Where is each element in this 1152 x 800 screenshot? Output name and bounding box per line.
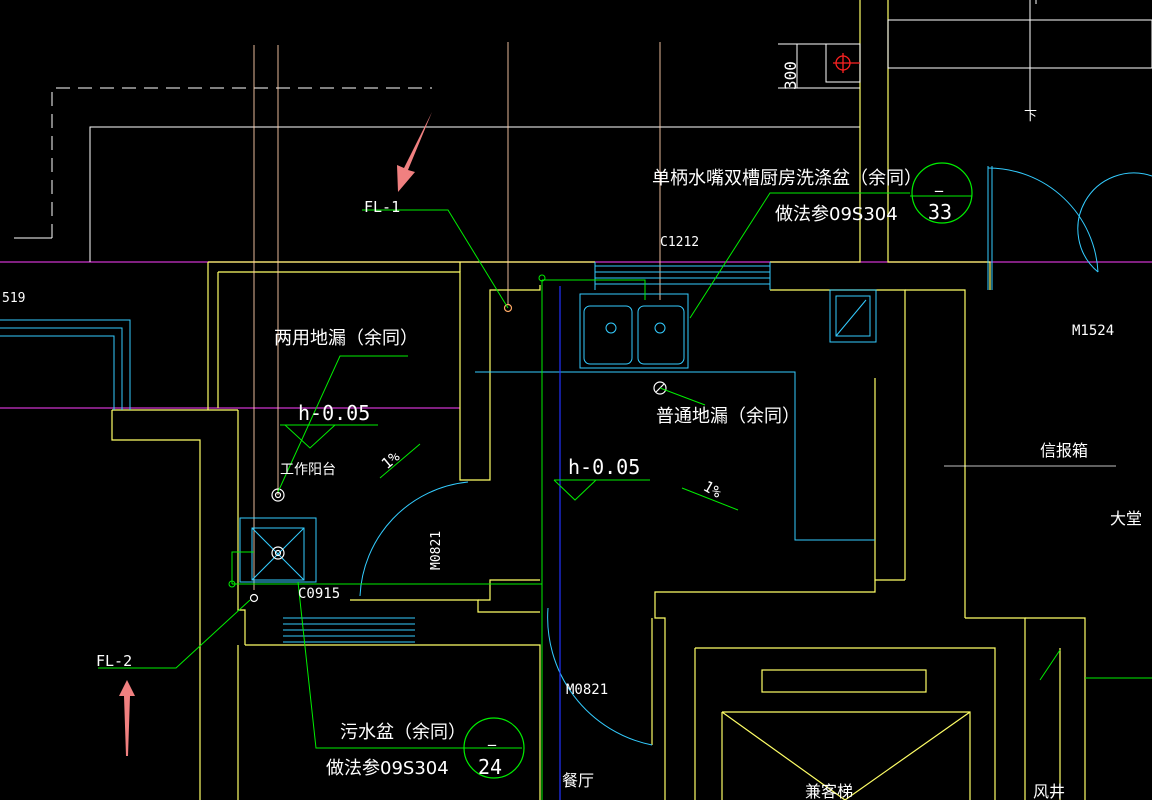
label-sink-name: 单柄水嘴双槽厨房洗涤盆（余同） (652, 168, 922, 189)
callout-circles (463, 162, 973, 779)
label-shaft: 风井 (1033, 782, 1065, 800)
label-axis-519: 519 (2, 291, 25, 306)
outline-white (14, 126, 860, 262)
red-arrow-fl2 (119, 680, 135, 756)
label-lobby: 大堂 (1110, 509, 1142, 528)
label-sink-ref: 做法参09S304 (775, 204, 898, 225)
supply-lines (228, 274, 1152, 800)
label-fl1: FL-1 (364, 198, 400, 216)
fixtures (0, 166, 1152, 746)
label-mop-sink: 污水盆（余同） (340, 722, 466, 743)
walls (111, 0, 1086, 800)
label-mailbox: 信报箱 (1040, 441, 1088, 460)
label-h1: h-0.05 (298, 401, 370, 425)
label-door-m0821-h: M0821 (566, 682, 608, 698)
label-down: 下 (1024, 109, 1037, 124)
label-normal-drain: 普通地漏（余同） (656, 406, 800, 427)
label-balcony: 工作阳台 (280, 462, 336, 478)
label-dim-300: 300 (781, 61, 800, 90)
label-dining: 餐厅 (562, 771, 594, 790)
leaders (98, 192, 972, 749)
drains (249, 303, 667, 603)
red-arrow-fl1 (397, 112, 432, 192)
label-stair: 兼客梯 (805, 782, 853, 800)
label-h2: h-0.05 (568, 455, 640, 479)
label-window-c1212: C1212 (660, 235, 699, 250)
label-fl2: FL-2 (96, 652, 132, 670)
annotation-arrows (119, 112, 432, 756)
label-door-m0821-v: M0821 (429, 531, 444, 570)
label-sink-ref-num: 33 (928, 200, 952, 224)
label-mop-ref-top: _ (487, 727, 497, 747)
pipe-lines (253, 42, 661, 590)
label-sink-ref-top: _ (934, 173, 944, 193)
label-mop-ref-num: 24 (478, 755, 502, 779)
top-right-frames (778, 0, 1152, 110)
label-window-c0915: C0915 (298, 586, 340, 602)
dashed-outline (51, 87, 432, 238)
valve-symbol (833, 53, 860, 73)
label-mop-ref: 做法参09S304 (326, 758, 449, 779)
label-dual-drain: 两用地漏（余同） (274, 328, 418, 349)
label-door-m1524: M1524 (1072, 323, 1114, 339)
